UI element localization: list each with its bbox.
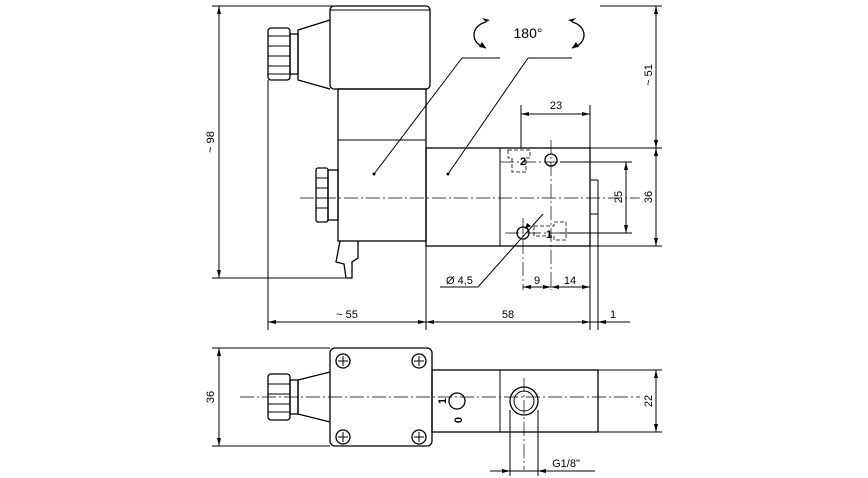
- rotation-label: 180°: [514, 25, 543, 41]
- dim-width-left: ~ 55: [336, 309, 358, 321]
- dim-thread: G1/8": [552, 458, 580, 470]
- screw-icon: [411, 429, 427, 445]
- port-0-top-label: 0: [453, 417, 465, 423]
- screw-icon: [411, 353, 427, 369]
- dim-width-1: 1: [610, 309, 616, 321]
- port-1-top-label: 1: [437, 398, 449, 404]
- dim-height-22: 22: [643, 395, 655, 407]
- port-1-label: 1: [546, 229, 552, 241]
- dim-width-14: 14: [564, 275, 576, 287]
- front-view: ~ 98 ~ 51 36 25 23: [205, 5, 662, 330]
- dim-width-23: 23: [550, 100, 562, 112]
- dim-dist-25: 25: [613, 191, 625, 203]
- dim-height-total: ~ 98: [205, 131, 217, 153]
- dim-height-36-top: 36: [205, 391, 217, 403]
- dim-height-36-front: 36: [643, 191, 655, 203]
- dim-height-top: ~ 51: [643, 64, 655, 86]
- dim-width-58: 58: [502, 309, 514, 321]
- screw-icon: [335, 429, 351, 445]
- dim-width-9: 9: [534, 275, 540, 287]
- dim-diameter: Ø 4,5: [446, 275, 473, 287]
- screw-icon: [335, 353, 351, 369]
- top-view: 36 22 1 0: [205, 347, 662, 476]
